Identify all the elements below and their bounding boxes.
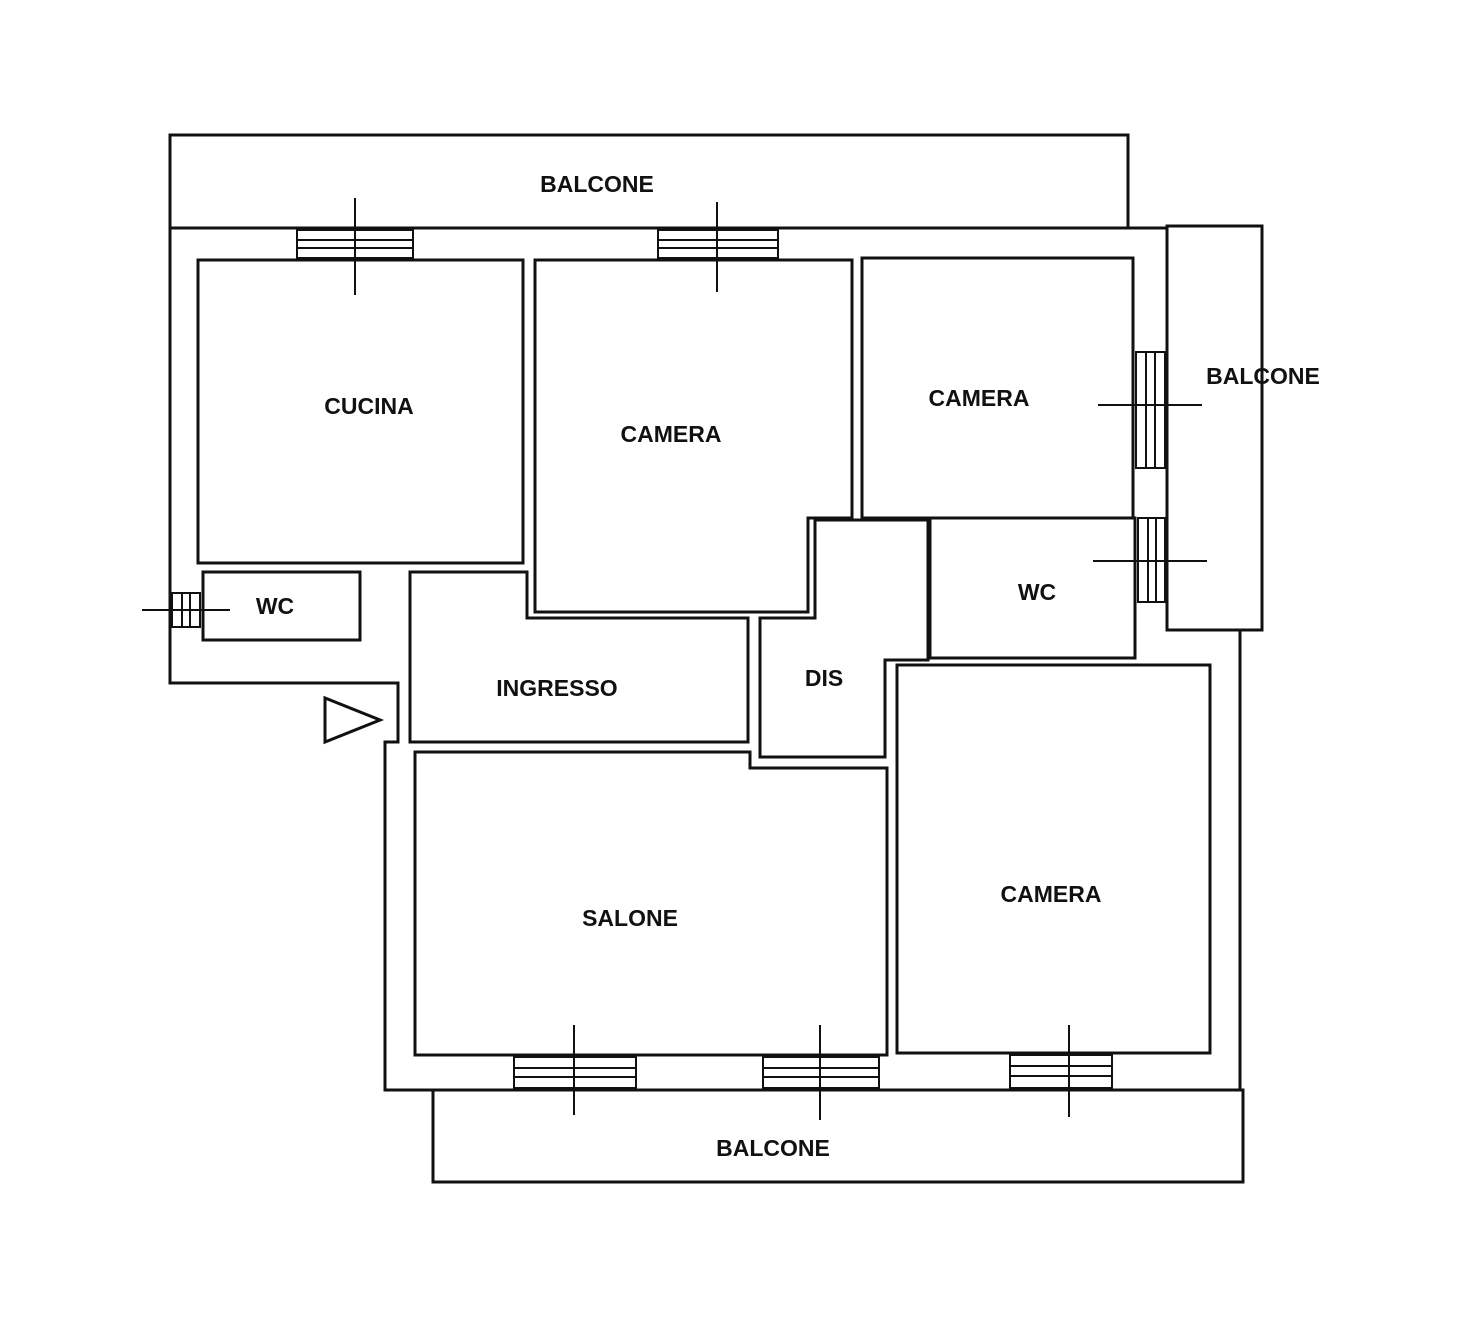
label-balcone-top: BALCONE (540, 171, 654, 197)
room-wc-2 (928, 516, 1137, 660)
room-cucina (196, 258, 525, 565)
window-salone-1 (513, 1025, 637, 1115)
balcony-bottom (431, 1088, 1245, 1184)
label-wc-2: WC (1018, 579, 1056, 605)
room-camera-3 (895, 663, 1212, 1055)
label-camera-3: CAMERA (1001, 881, 1102, 907)
label-balcone-bottom: BALCONE (716, 1135, 830, 1161)
window-salone-2 (762, 1025, 880, 1120)
window-camera-1 (657, 202, 779, 292)
window-wc-2 (1093, 517, 1207, 603)
room-salone (413, 750, 889, 1057)
room-wc-1 (201, 570, 362, 642)
room-camera-1 (533, 258, 854, 614)
label-ingresso: INGRESSO (496, 675, 617, 701)
window-cucina (296, 198, 414, 295)
label-camera-1: CAMERA (621, 421, 722, 447)
label-wc-1: WC (256, 593, 294, 619)
label-cucina: CUCINA (324, 393, 413, 419)
room-dis (758, 518, 930, 759)
window-camera-3 (1009, 1025, 1113, 1117)
label-camera-2: CAMERA (929, 385, 1030, 411)
entrance-arrow-icon (323, 695, 385, 745)
label-balcone-right: BALCONE (1206, 363, 1320, 389)
outer-wall (168, 226, 1242, 1092)
balcony-right (1165, 224, 1264, 632)
label-salone: SALONE (582, 905, 678, 931)
room-ingresso (408, 570, 750, 744)
label-dis: DIS (805, 665, 843, 691)
window-wc-1 (142, 592, 230, 628)
window-camera-2 (1098, 351, 1202, 469)
